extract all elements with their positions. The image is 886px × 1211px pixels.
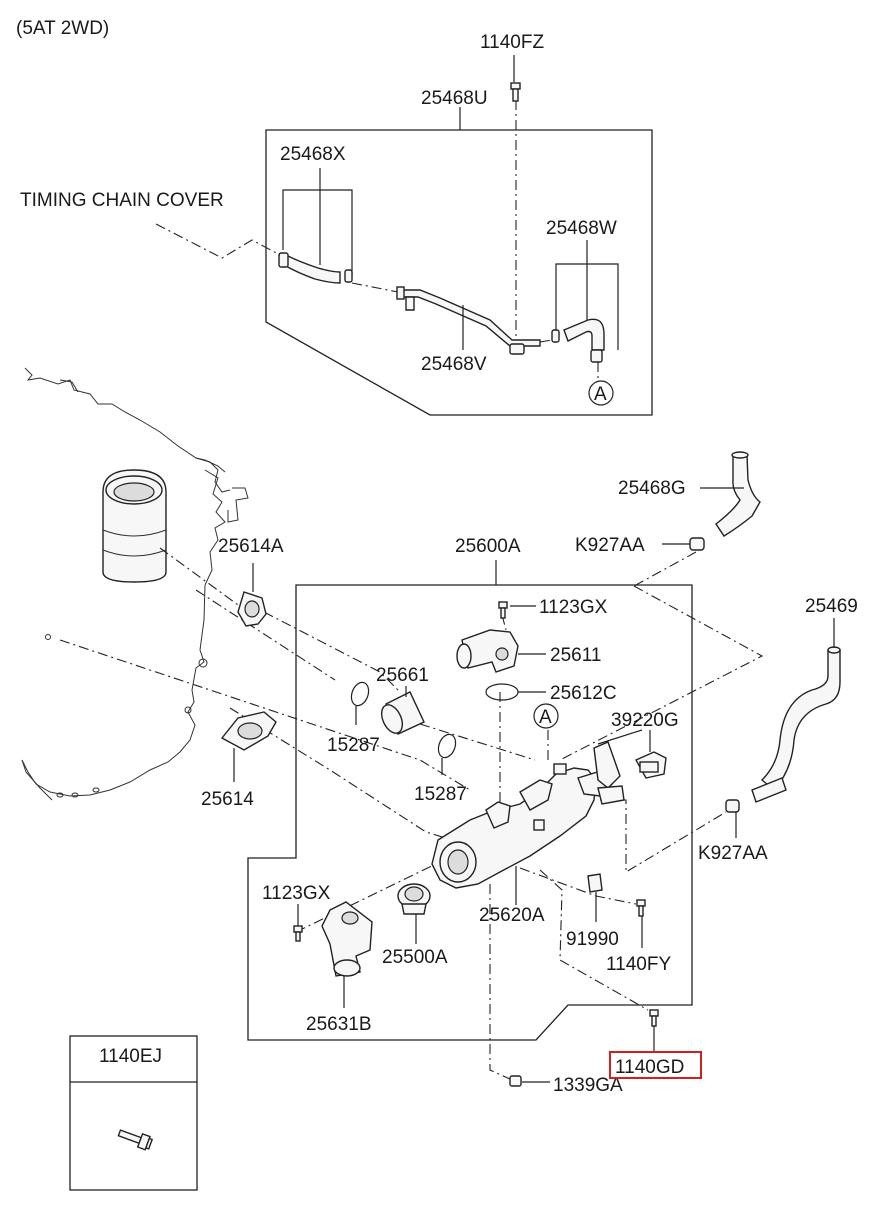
label-timing-chain-cover: TIMING CHAIN COVER [20, 190, 224, 211]
group-box-25600A [247, 560, 693, 1041]
outlet-25631b [321, 901, 373, 1008]
label-25614a: 25614A [218, 536, 284, 557]
engine-block-outline [21, 367, 249, 801]
variant-label: (5AT 2WD) [16, 18, 109, 39]
label-25468w: 25468W [546, 218, 617, 239]
label-25631b: 25631B [306, 1014, 372, 1035]
highlight-1140gd [609, 1051, 702, 1079]
label-1140fy: 1140FY [606, 954, 671, 975]
label-25614: 25614 [201, 789, 254, 810]
gasket-25614a [237, 563, 267, 627]
label-1140fz: 1140FZ [480, 32, 544, 53]
bolt-1140fy-icon [636, 899, 646, 948]
gasket-25612c [485, 683, 546, 701]
label-k927aa-bottom: K927AA [698, 843, 768, 864]
label-25620a: 25620A [479, 905, 545, 926]
label-25468u: 25468U [421, 88, 488, 109]
bolt-1140ej-icon [117, 1129, 154, 1151]
label-25600a: 25600A [455, 536, 521, 557]
gasket-25614 [220, 711, 277, 782]
label-1339ga: 1339GA [553, 1075, 623, 1096]
o-ring-15287-right [437, 733, 457, 775]
o-ring-15287-left [350, 681, 370, 725]
label-91990: 91990 [566, 929, 619, 950]
clamp-k927aa-bottom [725, 799, 740, 838]
label-k927aa-top: K927AA [575, 535, 645, 556]
label-25468x: 25468X [280, 144, 346, 165]
label-1140gd: 1140GD [615, 1057, 684, 1078]
label-1123gx-top: 1123GX [539, 597, 608, 618]
label-25612c: 25612C [550, 683, 617, 704]
label-25611: 25611 [550, 645, 601, 666]
label-25661: 25661 [376, 665, 429, 686]
bolt-1140fz-icon [510, 82, 521, 102]
label-15287-left: 15287 [327, 735, 380, 756]
sensor-39220g [597, 729, 667, 779]
label-reference-a-mid: A [539, 707, 552, 728]
bolt-1140gd-icon [649, 1009, 659, 1052]
thermostat-25500a [397, 883, 431, 944]
label-39220g: 39220G [611, 710, 679, 731]
bolt-1123gx-top-icon [498, 601, 536, 619]
clamp-k927aa-top [662, 537, 705, 551]
housing-25620a [431, 741, 625, 905]
label-15287-right: 15287 [414, 784, 467, 805]
label-25468g: 25468G [618, 478, 686, 499]
hose-25468G [700, 451, 761, 537]
label-25500a: 25500A [382, 947, 448, 968]
part-labels: (5AT 2WD) 1140FZ 25468U 25468X TIMING CH… [16, 18, 858, 1096]
bracket-91990 [587, 873, 603, 922]
label-25469: 25469 [805, 596, 858, 617]
housing-25611 [456, 629, 546, 673]
reference-a-mid [533, 703, 559, 729]
reference-a-top [588, 380, 614, 406]
pipe-25661 [380, 686, 425, 735]
heater-pipe-group [155, 55, 653, 416]
inset-title-1140ej: 1140EJ [99, 1046, 162, 1067]
bolt-1123gx-bottom-icon [293, 904, 303, 942]
hose-25469 [751, 618, 841, 803]
group-box-25468U [265, 129, 653, 416]
label-25468v: 25468V [421, 354, 487, 375]
inset-1140ej [69, 1035, 198, 1191]
label-1123gx-bottom: 1123GX [262, 883, 331, 904]
assembly-dash-lines [59, 547, 764, 1081]
nut-1339ga-icon [509, 1075, 550, 1087]
label-reference-a-top: A [594, 384, 607, 405]
